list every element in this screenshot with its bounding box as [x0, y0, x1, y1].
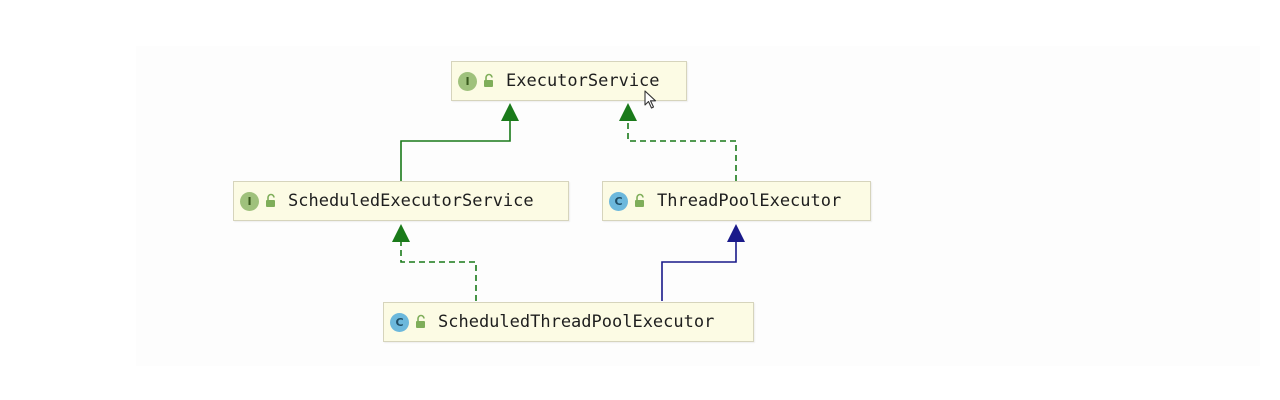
interface-icon: I: [240, 191, 259, 211]
lock-open-icon: [266, 193, 275, 207]
lock-open-icon: [635, 193, 644, 207]
node-executor-service[interactable]: I ExecutorService: [451, 61, 687, 101]
node-label: ScheduledExecutorService: [288, 191, 534, 211]
class-icon: C: [390, 312, 409, 332]
lock-open-icon: [484, 73, 493, 87]
node-label: ExecutorService: [506, 71, 660, 91]
lock-open-icon: [416, 314, 425, 328]
class-icon: C: [609, 191, 628, 211]
node-label: ThreadPoolExecutor: [657, 191, 842, 211]
node-scheduled-executor-service[interactable]: I ScheduledExecutorService: [233, 181, 569, 221]
node-scheduled-thread-pool-executor[interactable]: C ScheduledThreadPoolExecutor: [383, 302, 754, 342]
interface-icon: I: [458, 71, 477, 91]
node-label: ScheduledThreadPoolExecutor: [438, 312, 715, 332]
node-thread-pool-executor[interactable]: C ThreadPoolExecutor: [602, 181, 871, 221]
